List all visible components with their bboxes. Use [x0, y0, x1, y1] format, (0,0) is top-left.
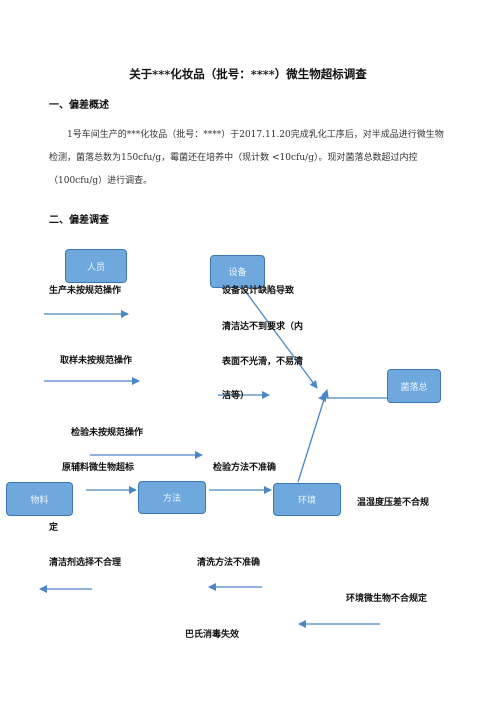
box-equipment: 设备	[210, 255, 265, 288]
cause-production-operation: 生产未按规范操作	[49, 286, 122, 296]
cause-cleaning-2: 表面不光滑，不易清	[222, 357, 304, 367]
box-environment: 环境	[273, 483, 341, 516]
cause-temp-humidity-cont: 定	[49, 523, 59, 533]
arrow-environment-to-colony	[297, 389, 329, 483]
cause-inspection-operation: 检验未按规范操作	[71, 428, 144, 438]
cause-washing-method: 清洗方法不准确	[197, 558, 261, 568]
cause-raw-material: 原辅料微生物超标	[62, 463, 135, 473]
overview-text: 1号车间生产的***化妆品（批号：****）于2017.11.20完成乳化工序后…	[49, 130, 444, 186]
cause-cleaning-1: 清洁达不到要求（内	[222, 322, 304, 332]
box-method: 方法	[138, 481, 206, 514]
cause-environment-microbe: 环境微生物不合规定	[346, 594, 428, 604]
cause-temp-humidity: 温湿度压差不合规	[357, 498, 430, 508]
cause-cleaning-agent: 清洁剂选择不合理	[49, 558, 122, 568]
overview-paragraph: 1号车间生产的***化妆品（批号：****）于2017.11.20完成乳化工序后…	[49, 124, 449, 193]
box-personnel: 人员	[65, 249, 127, 283]
section-heading-investigation: 二、偏差调查	[49, 215, 109, 226]
section-heading-overview: 一、偏差概述	[49, 100, 109, 111]
arrow-equipment-main	[239, 283, 318, 389]
cause-cleaning-3: 洁等）	[222, 391, 250, 401]
cause-equipment-design: 设备设计缺陷导致	[222, 286, 295, 296]
cause-sampling-operation: 取样未按规范操作	[60, 356, 133, 366]
box-material: 物料	[6, 482, 73, 516]
page-title: 关于***化妆品（批号：****）微生物超标调查	[129, 67, 367, 81]
box-colony-count: 菌落总	[387, 369, 441, 403]
cause-test-method: 检验方法不准确	[213, 463, 277, 473]
cause-pasteurization: 巴氏消毒失效	[185, 630, 240, 640]
